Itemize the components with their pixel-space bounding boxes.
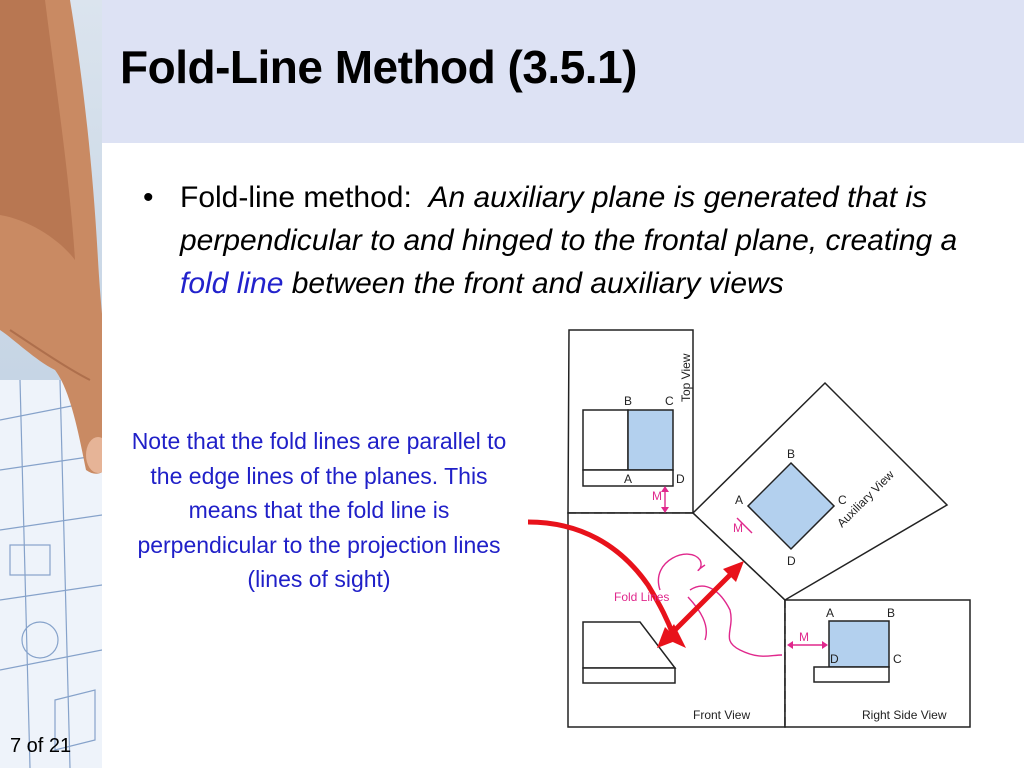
red-curved-arrow (527, 519, 686, 648)
auxiliary-view-plane (746, 461, 836, 551)
fold-lines (568, 512, 786, 727)
right-side-view-label: Right Side View (862, 708, 947, 722)
top-label-c: C (665, 394, 674, 408)
top-label-d: D (676, 472, 685, 486)
hand-photo-illustration (0, 0, 102, 768)
aux-label-b: B (787, 447, 795, 461)
aux-label-c: C (838, 493, 847, 507)
fold-line-highlight: fold line (180, 267, 284, 300)
bullet-italic-2: between the front and auxiliary views (291, 267, 784, 300)
side-label-b: B (887, 606, 895, 620)
top-label-a: A (624, 472, 632, 486)
red-double-arrow (657, 561, 744, 648)
left-decorative-photo (0, 0, 102, 768)
dimension-m-top: M (652, 489, 662, 503)
side-label-c: C (893, 652, 902, 666)
right-side-view-base (813, 666, 890, 683)
top-label-b: B (624, 394, 632, 408)
front-view-label: Front View (693, 708, 750, 722)
bullet-italic-1: An auxiliary plane is generated that is … (180, 181, 958, 257)
side-label-a: A (826, 606, 834, 620)
aux-label-d: D (787, 554, 796, 568)
top-view-edge (582, 469, 674, 487)
right-side-view-plane (828, 620, 890, 668)
top-view-label: Top View (679, 353, 693, 402)
dimension-m-aux: M (733, 521, 743, 535)
front-view-base (582, 667, 676, 684)
side-label-d: D (830, 652, 839, 666)
top-view-plane (627, 409, 674, 471)
fold-lines-label: Fold Lines (614, 590, 669, 604)
page-number: 7 of 21 (10, 735, 72, 757)
projection-lines (657, 486, 828, 657)
dimension-m-side: M (799, 630, 809, 644)
bullet-text: Fold-line method: An auxiliary plane is … (143, 176, 973, 305)
aux-label-a: A (735, 493, 743, 507)
slide-title: Fold-Line Method (3.5.1) (120, 41, 637, 93)
fold-line-note: Note that the fold lines are parallel to… (131, 428, 507, 592)
bullet-dot: • (143, 181, 154, 214)
bullet-lead: Fold-line method: (180, 181, 412, 214)
title-band (102, 0, 1024, 143)
bullet-point: • Fold-line method: An auxiliary plane i… (143, 176, 973, 305)
top-view-left-face (582, 409, 629, 471)
